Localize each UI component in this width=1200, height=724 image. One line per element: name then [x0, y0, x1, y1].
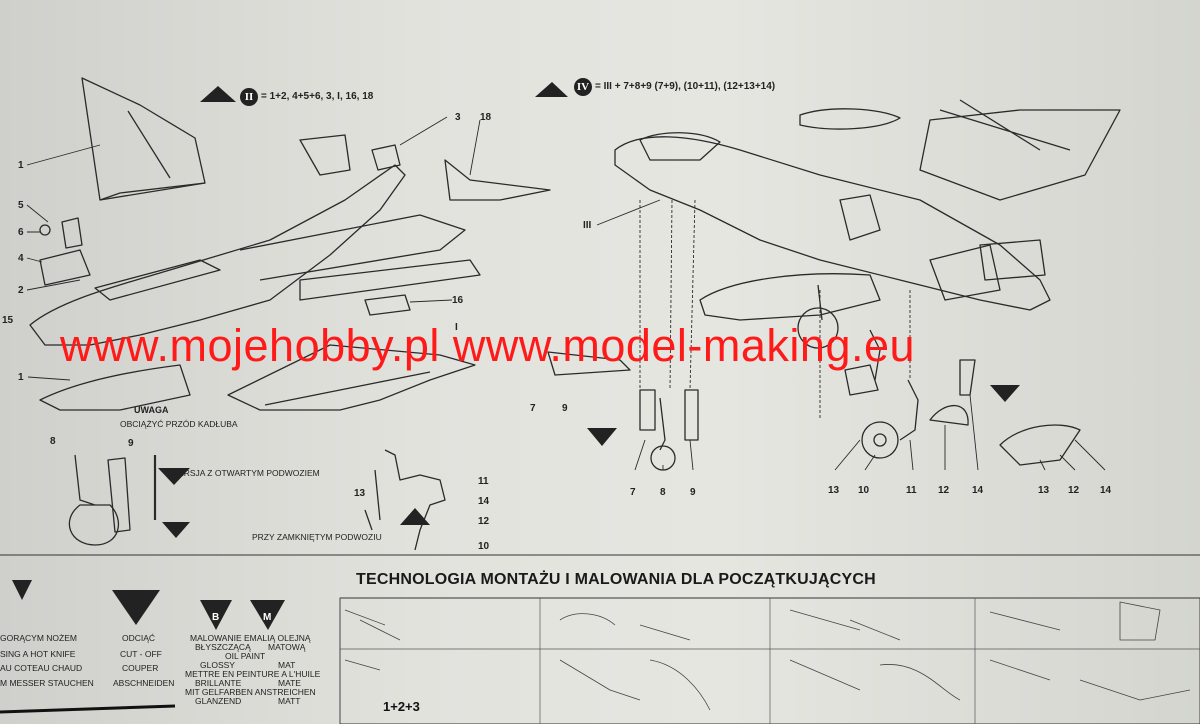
fuselage-right-drawing [614, 136, 1051, 311]
callout: 8 [660, 487, 666, 498]
legend-paint-en: OIL PAINT [225, 651, 266, 661]
callout: 14 [972, 485, 984, 496]
step-formula-two: = 1+2, 4+5+6, 3, I, 16, 18 [261, 91, 374, 102]
callout: 9 [690, 487, 696, 498]
callout: 13 [828, 485, 840, 496]
main-wheel-part [861, 421, 899, 459]
callout: III [583, 220, 592, 231]
watermark: www.mojehobby.pl www.model-making.eu [60, 320, 916, 371]
main-gear-detail [68, 454, 119, 546]
note-text: OBCIĄŻYĆ PRZÓD KADŁUBA [120, 419, 238, 429]
callout: 15 [2, 315, 14, 326]
callout: 9 [562, 403, 568, 414]
paint-badge-matt: M [263, 612, 272, 623]
wing-left-drawing [227, 344, 476, 411]
callout: 11 [478, 476, 489, 487]
step-formula-four: = III + 7+8+9 (7+9), (10+11), (12+13+14) [595, 81, 776, 92]
legend-knife-en: SING A HOT KNIFE [0, 649, 76, 659]
legend-paint-matt-en: MAT [278, 660, 296, 670]
callout: 12 [938, 485, 950, 496]
legend-paint-glossy-pl: BŁYSZCZĄCĄ [195, 642, 251, 652]
callout: 6 [18, 227, 24, 238]
note-heading: UWAGA [134, 405, 169, 415]
technology-heading: TECHNOLOGIA MONTAŻU I MALOWANIA DLA POCZ… [356, 571, 876, 588]
legend-cut-en: CUT - OFF [120, 649, 162, 659]
callout: 3 [455, 112, 461, 123]
callout: 4 [18, 253, 24, 264]
callout: 8 [50, 436, 56, 447]
legend-cut-pl: ODCIĄĆ [122, 633, 156, 643]
callout: I [455, 322, 458, 333]
callout: 14 [478, 496, 490, 507]
callout: 16 [452, 295, 464, 306]
callout: 14 [1100, 485, 1112, 496]
callout: 5 [18, 200, 24, 211]
legend-paint-matt-de: MATT [278, 696, 301, 706]
step-badge-four: IV [574, 78, 592, 96]
callout: 9 [128, 438, 134, 449]
legend-paint-matt-pl: MATOWĄ [268, 642, 306, 652]
wing-right-drawing [699, 273, 881, 321]
legend-paint-fr: METTRE EN PEINTURE A L'HUILE [185, 669, 321, 679]
assembly-sequence: 1+2+3 [383, 699, 420, 714]
legend-knife-pl: GORĄCYM NOŻEM [0, 633, 77, 643]
callout: 12 [478, 516, 490, 527]
tail-fin-part [81, 77, 206, 201]
callout: 18 [480, 112, 492, 123]
callout: 2 [18, 285, 24, 296]
fuselage-left-drawing [29, 164, 406, 346]
step-badge-two: II [240, 88, 258, 106]
callout: 10 [858, 485, 870, 496]
callout: 10 [478, 541, 490, 552]
legend-cut-fr: COUPER [122, 663, 159, 673]
closed-gear-note: PRZY ZAMKNIĘTYM PODWOZIU [252, 532, 382, 542]
legend-knife-fr: AU COTEAU CHAUD [0, 663, 83, 673]
callout: 1 [18, 372, 24, 383]
legend-paint-matt-fr: MATE [278, 678, 301, 688]
legend-paint-glossy-fr: BRILLANTE [195, 678, 242, 688]
paint-badge-glossy: B [212, 612, 220, 623]
legend-paint-glossy-de: GLANZEND [195, 696, 242, 706]
legend-knife-de: M MESSER STAUCHEN [0, 678, 94, 688]
legend-paint-pl: MALOWANIE EMALIĄ OLEJNĄ [190, 633, 311, 643]
callout: 13 [354, 488, 366, 499]
callout: 11 [906, 485, 917, 496]
callout: 7 [630, 487, 636, 498]
callout: 1 [18, 160, 24, 171]
legend-cut-de: ABSCHNEIDEN [113, 678, 175, 688]
legend-paint-glossy-en: GLOSSY [200, 660, 235, 670]
callout: 12 [1068, 485, 1080, 496]
open-gear-note: WERSJA Z OTWARTYM PODWOZIEM [170, 468, 320, 478]
callout: 7 [530, 403, 536, 414]
callout: 13 [1038, 485, 1050, 496]
legend-paint-de: MIT GELFARBEN ANSTREICHEN [185, 687, 316, 697]
